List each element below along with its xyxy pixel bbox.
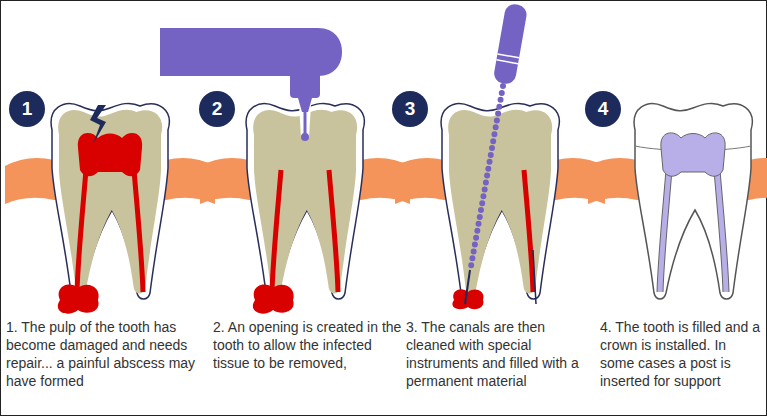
restored-tooth	[588, 103, 767, 299]
callout-number: 1	[22, 98, 33, 120]
dental-drill	[160, 28, 342, 141]
callout-number: 3	[405, 98, 416, 120]
root-canal-file	[465, 3, 536, 304]
callout-number: 4	[598, 98, 609, 120]
callout-circle: 2	[199, 91, 235, 127]
callout-number: 2	[212, 98, 223, 120]
callout-circle: 3	[392, 91, 428, 127]
callout-circle: 4	[585, 91, 621, 127]
step-caption: 1. The pulp of the tooth has become dama…	[6, 318, 198, 390]
step-caption: 2. An opening is created in the tooth to…	[213, 318, 403, 372]
callout-circle: 1	[9, 91, 45, 127]
opened-tooth	[200, 103, 410, 313]
step-caption: 4. The tooth is filled and a crown is in…	[600, 318, 762, 390]
damaged-tooth	[5, 103, 215, 313]
step-caption: 3. The canals are then cleaned with spec…	[406, 318, 596, 390]
cleaned-tooth	[395, 103, 605, 309]
